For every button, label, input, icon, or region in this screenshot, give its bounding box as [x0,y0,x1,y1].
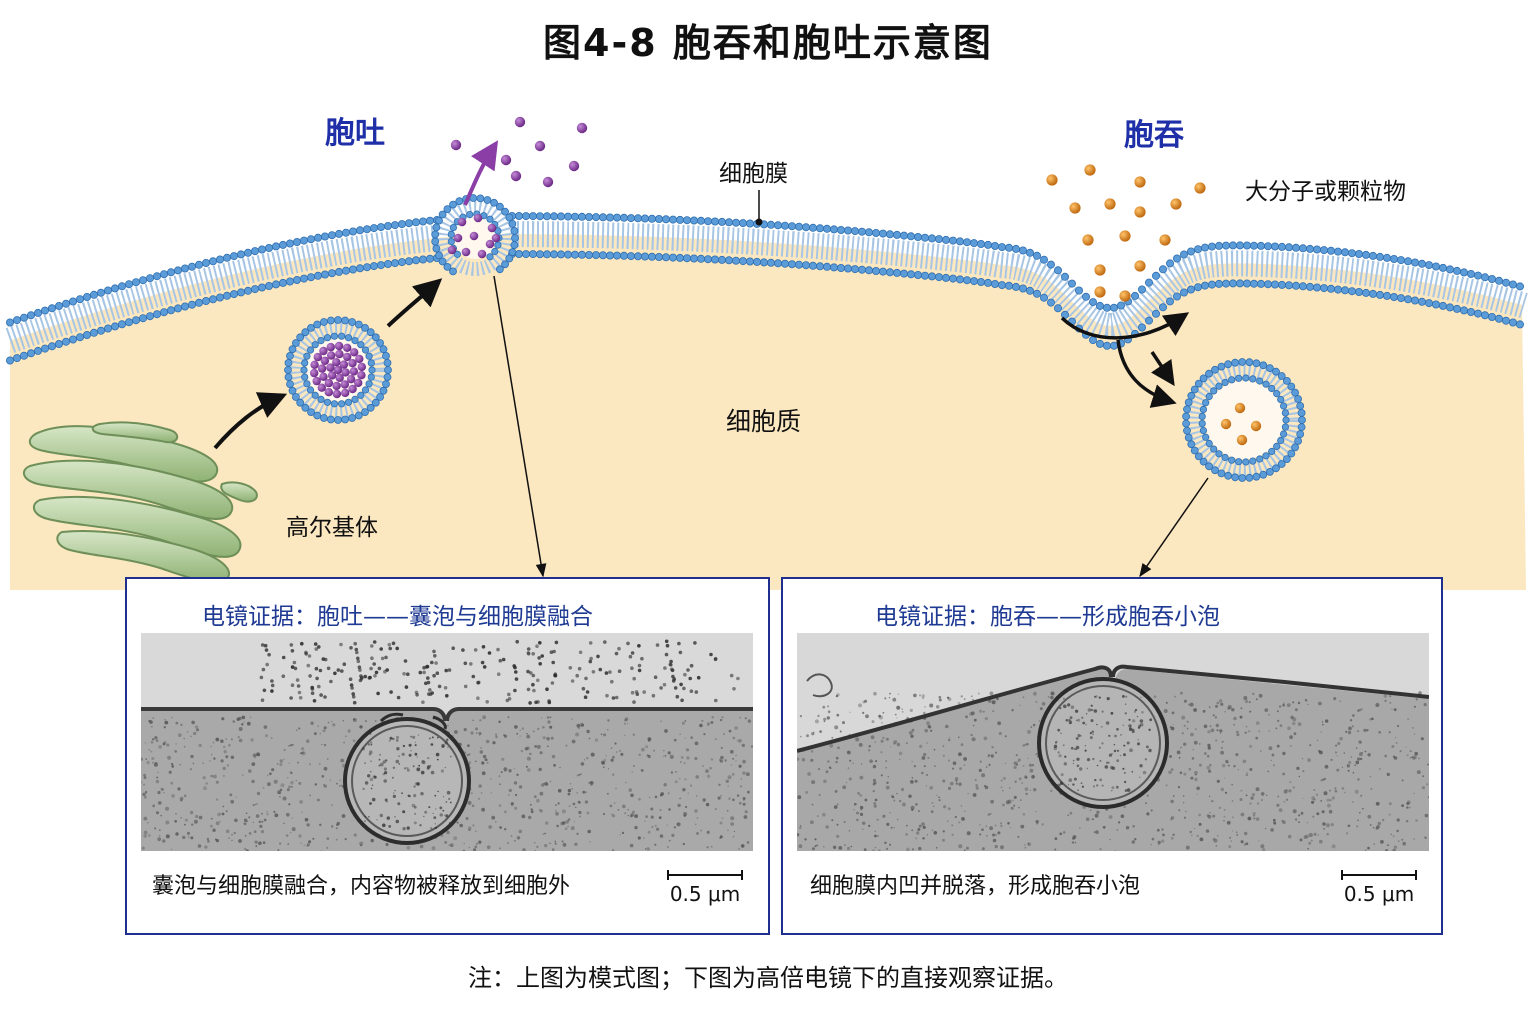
exocytosis-panel-title: 电镜证据：胞吐——囊泡与细胞膜融合 [202,604,593,630]
figure-title: 图4-8 胞吞和胞吐示意图 [543,21,993,65]
exo-evidence-pointer [493,275,547,578]
endocytosis-micrograph [797,633,1429,851]
golgi-to-vesicle-arrow [213,392,288,450]
scale-bar-line [667,870,743,880]
invagination-arrow-right [1060,312,1190,340]
endocytosis-label: 胞吞 [1124,118,1184,153]
invagination-arrow-down [1116,339,1177,408]
exocytosis-micrograph [141,633,753,851]
vesicle-to-membrane-arrow [386,278,443,328]
cell-membrane [5,211,1528,365]
pinch-arrow [1150,351,1175,387]
schematic-diagram [5,116,1528,590]
macromolecules-label: 大分子或颗粒物 [1245,179,1406,205]
scale-bar-value: 0.5 μm [1343,882,1415,906]
release-arrow [463,140,499,206]
fusing-vesicle [431,194,519,276]
exocytosis-scale-bar: 0.5 μm [667,870,743,906]
scale-bar-line [1341,870,1417,880]
membrane-leader-dot [755,218,763,226]
membrane-label: 细胞膜 [719,161,788,187]
footnote: 注：上图为模式图；下图为高倍电镜下的直接观察证据。 [468,964,1068,992]
cytoplasm-label: 细胞质 [726,407,802,436]
released-particles [450,116,588,188]
exocytosis-label: 胞吐 [325,116,385,151]
secretory-vesicle [284,316,392,424]
scale-bar-value: 0.5 μm [669,882,741,906]
endocytosis-micrograph-image [797,633,1429,851]
exocytosis-evidence-panel: 电镜证据：胞吐——囊泡与细胞膜融合 囊泡与细胞膜融合，内容物被释放到细胞外 0.… [125,577,770,935]
endocytosis-panel-title: 电镜证据：胞吞——形成胞吞小泡 [875,604,1220,630]
endocytosis-evidence-panel: 电镜证据：胞吞——形成胞吞小泡 细胞膜内凹并脱落，形成胞吞小泡 0.5 μm [781,577,1443,935]
exocytosis-micrograph-image [141,633,753,851]
golgi-label: 高尔基体 [286,515,378,541]
endo-evidence-pointer [1139,477,1209,578]
golgi-apparatus [22,421,258,584]
macromolecule-particles [1046,164,1206,302]
endocytic-vesicle [1182,358,1306,482]
endocytosis-caption: 细胞膜内凹并脱落，形成胞吞小泡 [810,874,1141,899]
endocytosis-scale-bar: 0.5 μm [1341,870,1417,906]
exocytosis-caption: 囊泡与细胞膜融合，内容物被释放到细胞外 [152,874,571,899]
